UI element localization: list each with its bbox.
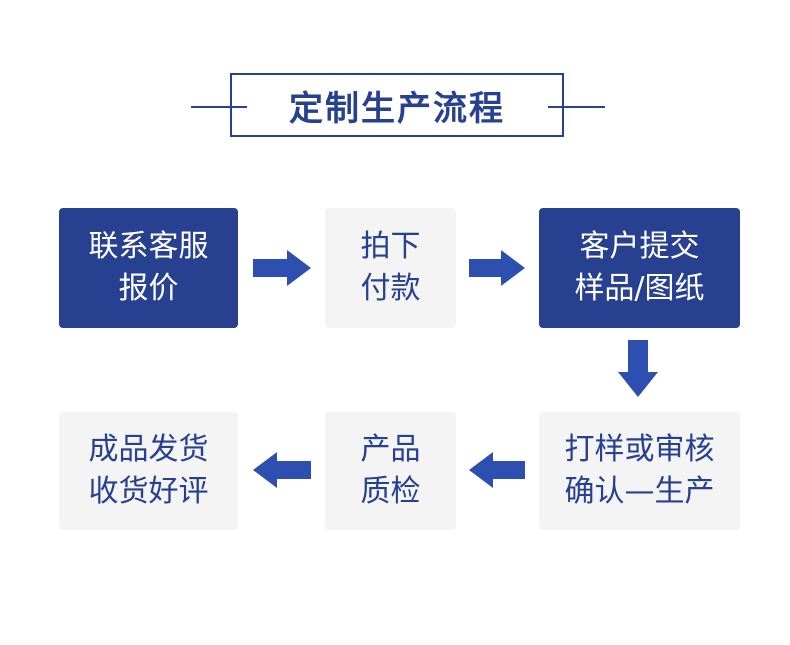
left-arrow-icon (469, 452, 525, 488)
step-line-2: 付款 (360, 271, 421, 306)
step-line-1: 客户提交 (579, 229, 700, 264)
step-line-1: 成品发货 (88, 432, 209, 467)
down-arrow-icon (618, 340, 658, 397)
step-submit-sample: 客户提交 样品/图纸 (539, 208, 740, 328)
title-line-left (191, 106, 247, 108)
step-line-2: 质检 (360, 474, 421, 509)
step-line-1: 拍下 (360, 229, 421, 264)
step-line-1: 联系客服 (88, 229, 209, 264)
step-line-2: 样品/图纸 (574, 271, 705, 306)
step-place-order: 拍下 付款 (325, 208, 456, 328)
step-finished-shipping: 成品发货 收货好评 (59, 412, 238, 530)
step-sample-confirm-produce: 打样或审核 确认—生产 (539, 412, 740, 530)
step-quality-check: 产品 质检 (325, 412, 456, 530)
right-arrow-icon (253, 250, 311, 286)
step-line-2: 报价 (118, 271, 179, 306)
page-title: 定制生产流程 (289, 88, 505, 129)
left-arrow-icon (253, 452, 311, 488)
step-contact-service: 联系客服 报价 (59, 208, 238, 328)
step-line-1: 产品 (360, 432, 421, 467)
title-box: 定制生产流程 (230, 73, 564, 137)
step-line-2: 确认—生产 (564, 474, 715, 509)
title-line-right (548, 106, 605, 108)
right-arrow-icon (469, 250, 525, 286)
step-line-1: 打样或审核 (564, 432, 715, 467)
step-line-2: 收货好评 (88, 474, 209, 509)
